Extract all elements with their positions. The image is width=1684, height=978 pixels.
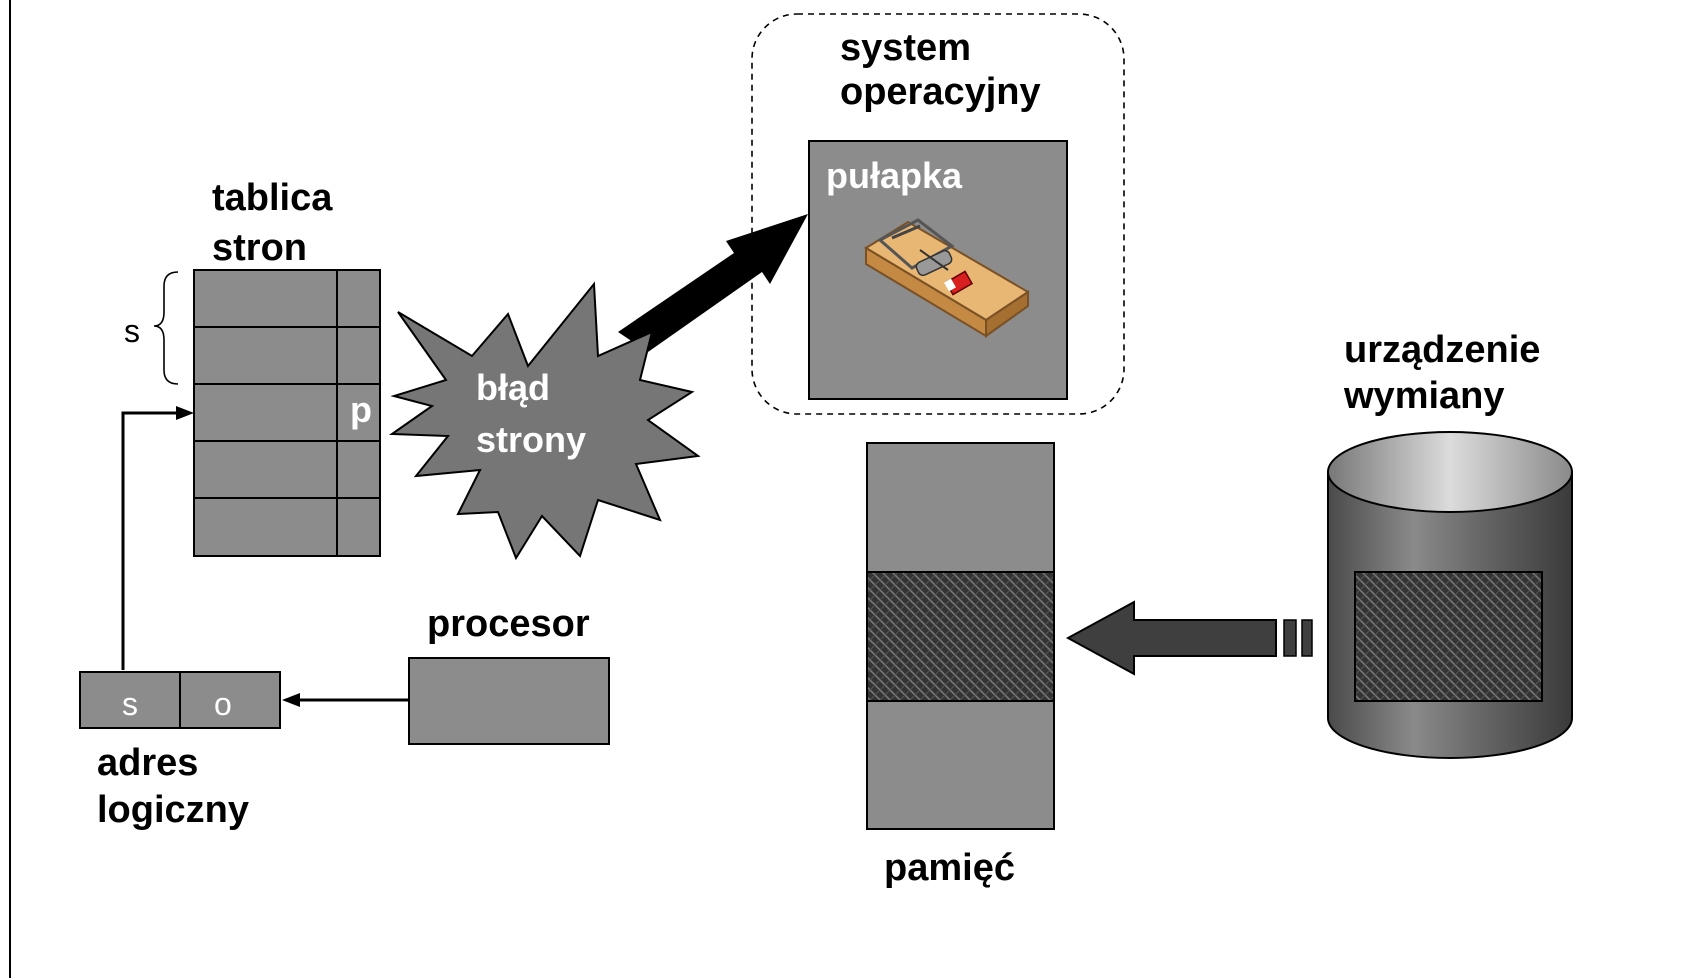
swap-device-label-line2: wymiany (1343, 375, 1505, 417)
address-to-table-line (121, 411, 178, 670)
logical-address-label-line2: logiczny (97, 789, 249, 831)
logical-address-field-s: s (122, 686, 138, 722)
page-fault-starburst (388, 281, 701, 561)
os-label-line2: operacyjny (840, 71, 1041, 113)
page-table (193, 269, 381, 557)
swap-device-label-line1: urządzenie (1344, 329, 1540, 371)
fault-to-os-arrow (618, 214, 808, 352)
page-table-entry-p: p (350, 389, 372, 430)
trap-label: pułapka (826, 155, 963, 196)
swap-to-memory-arrow (1065, 600, 1313, 676)
swap-page-block (1354, 571, 1543, 702)
page-table-label-line1: tablica (212, 177, 333, 219)
logical-address-label-line1: adres (97, 742, 198, 784)
page-table-label-line2: stron (212, 227, 307, 269)
brace-label-s: s (124, 313, 140, 349)
os-label-line1: system (840, 27, 971, 69)
logical-address-box (79, 671, 281, 729)
logical-address-field-o: o (214, 686, 232, 722)
mousetrap-icon (864, 218, 1030, 338)
page-fault-label-line2: strony (476, 419, 586, 460)
memory-loaded-frame (866, 571, 1055, 702)
os-dashed-box (751, 13, 1125, 415)
processor-box (408, 657, 610, 745)
swap-device-cylinder (1327, 431, 1573, 759)
processor-to-address-arrowhead (282, 693, 300, 707)
address-to-table-arrowhead (176, 406, 194, 420)
page-table-brace (153, 271, 179, 385)
memory-label: pamięć (884, 847, 1015, 889)
processor-label: procesor (427, 603, 590, 645)
memory-column (866, 442, 1055, 830)
page-fault-label-line1: błąd (476, 367, 550, 408)
